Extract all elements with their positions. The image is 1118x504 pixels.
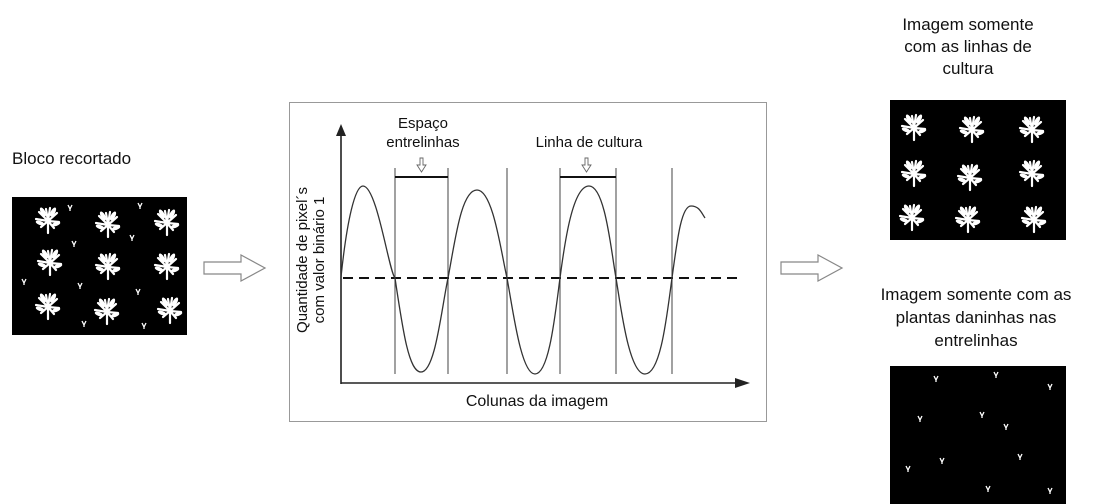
y-axis-arrowhead bbox=[336, 124, 346, 136]
x-axis-arrowhead bbox=[735, 378, 750, 388]
pixel-count-curve bbox=[340, 185, 706, 375]
crop-rows-image bbox=[890, 100, 1066, 240]
annotation-space-line1: Espaço bbox=[398, 115, 448, 132]
weeds-title-line3: entrelinhas bbox=[934, 331, 1018, 350]
row-boundary-markers bbox=[394, 168, 673, 374]
x-axis-label: Colunas da imagem bbox=[466, 393, 608, 410]
y-axis-label-line2: com valor binário 1 bbox=[311, 197, 328, 324]
row-pointer-icon bbox=[581, 157, 592, 173]
weeds-title-line2: plantas daninhas nas bbox=[895, 308, 1057, 327]
signal-graph: Espaço entrelinhas Linha de cultura Colu… bbox=[294, 115, 750, 410]
cropped-block-title: Bloco recortado bbox=[12, 149, 132, 168]
crop-rows-title-line1: Imagem somente bbox=[902, 15, 1034, 34]
annotation-space-line2: entrelinhas bbox=[386, 134, 459, 151]
right-arrow-icon bbox=[780, 254, 844, 282]
annotation-row: Linha de cultura bbox=[536, 134, 643, 151]
y-axis-label-line1: Quantidade de pixel´s bbox=[294, 187, 311, 333]
weeds-title: Imagem somente com as plantas daninhas n… bbox=[846, 283, 1106, 352]
crop-rows-title: Imagem somente com as linhas de cultura bbox=[868, 14, 1068, 80]
cropped-block-image bbox=[12, 197, 187, 335]
crop-rows-title-line3: cultura bbox=[942, 59, 994, 78]
interrow-pointer-icon bbox=[416, 157, 427, 173]
weeds-title-line1: Imagem somente com as bbox=[880, 285, 1072, 304]
left-arrow-icon bbox=[203, 254, 267, 282]
crop-rows-title-line2: com as linhas de bbox=[904, 37, 1032, 56]
weeds-image bbox=[890, 366, 1066, 504]
